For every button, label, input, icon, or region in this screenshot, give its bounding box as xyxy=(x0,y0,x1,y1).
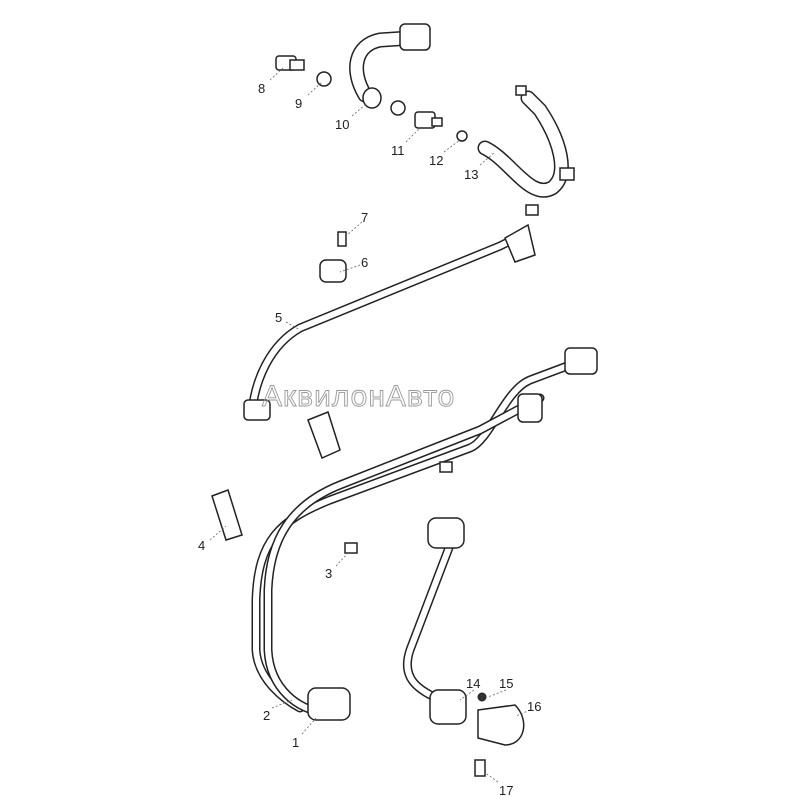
callout-4: 4 xyxy=(198,538,205,553)
callout-14: 14 xyxy=(466,676,480,691)
callout-16: 16 xyxy=(527,699,541,714)
part-5-tube xyxy=(243,223,536,421)
part-3-bolt-b xyxy=(439,461,453,473)
main-fuel-tubes xyxy=(251,347,598,721)
callout-10: 10 xyxy=(335,117,349,132)
part-8-fitting xyxy=(275,55,305,71)
callout-6: 6 xyxy=(361,255,368,270)
callout-5: 5 xyxy=(275,310,282,325)
callout-12: 12 xyxy=(429,153,443,168)
part-10-washer xyxy=(390,100,406,116)
callout-17: 17 xyxy=(499,783,513,798)
leader-lines xyxy=(209,67,531,783)
callout-3: 3 xyxy=(325,566,332,581)
part-12-clip xyxy=(456,130,468,142)
callout-8: 8 xyxy=(258,81,265,96)
callout-11: 11 xyxy=(391,143,405,158)
callout-2: 2 xyxy=(263,708,270,723)
part-7-bolt xyxy=(337,231,347,247)
part-17-bolt xyxy=(474,759,486,777)
callout-13: 13 xyxy=(464,167,478,182)
part-10-pipe xyxy=(349,23,431,109)
callout-7: 7 xyxy=(361,210,368,225)
part-11-adapter xyxy=(414,111,443,129)
part-4-clip xyxy=(211,489,243,541)
callout-15: 15 xyxy=(499,676,513,691)
part-6-clamp xyxy=(319,259,347,283)
watermark: АквилонАвто xyxy=(262,380,455,413)
part-15-nut xyxy=(477,692,487,702)
part-4-clip-upper xyxy=(307,411,341,460)
callouts: 1 2 3 4 5 6 7 8 9 10 11 12 13 14 15 16 1… xyxy=(198,81,541,798)
callout-9: 9 xyxy=(295,96,302,111)
callout-1: 1 xyxy=(292,735,299,750)
part-13-hose xyxy=(477,85,575,216)
part-9-washer xyxy=(316,71,332,87)
part-3-bolt xyxy=(344,542,358,554)
part-16-clamp xyxy=(477,704,525,746)
part-14-tube xyxy=(402,517,467,725)
